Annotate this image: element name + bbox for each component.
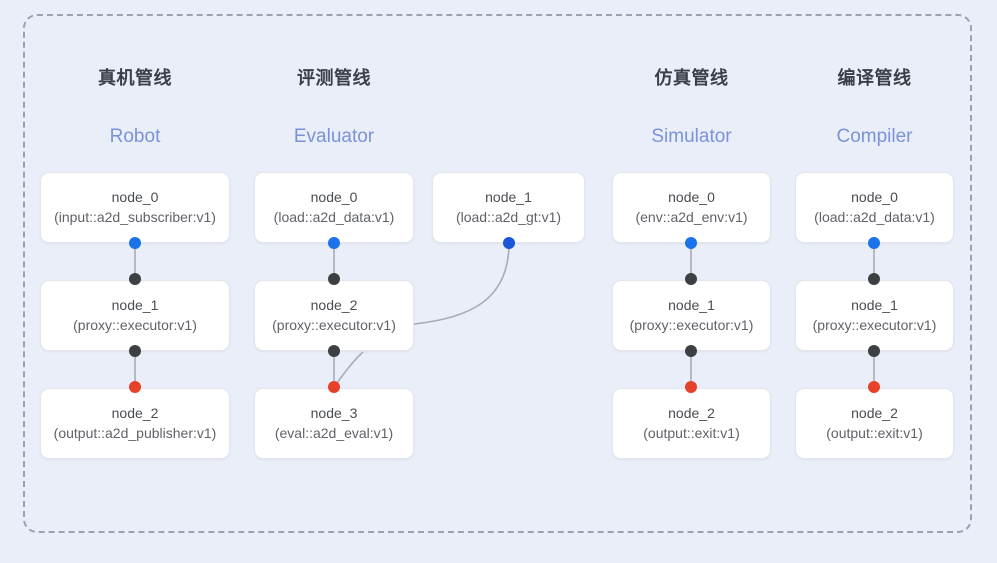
node-name: node_1 — [851, 297, 898, 313]
node-type: (load::a2d_gt:v1) — [455, 209, 562, 225]
column-title-simulator: 仿真管线 — [654, 68, 729, 88]
node-box-evaluator-gt[interactable]: node_1 (load::a2d_gt:v1) — [432, 172, 585, 243]
node-name: node_0 — [668, 189, 715, 205]
node-type: (input::a2d_subscriber:v1) — [54, 209, 216, 225]
node-box-simulator-2[interactable]: node_2 (output::exit:v1) — [612, 388, 771, 459]
node-box-evaluator-0[interactable]: node_0 (load::a2d_data:v1) — [254, 172, 414, 243]
node-type: (eval::a2d_eval:v1) — [274, 425, 394, 441]
node-box-robot-2[interactable]: node_2 (output::a2d_publisher:v1) — [40, 388, 230, 459]
column-subtitle-simulator: Simulator — [651, 126, 732, 147]
node-name: node_1 — [485, 189, 532, 205]
node-box-evaluator-2[interactable]: node_2 (proxy::executor:v1) — [254, 280, 414, 351]
node-name: node_0 — [310, 189, 358, 205]
node-box-robot-0[interactable]: node_0 (input::a2d_subscriber:v1) — [40, 172, 230, 243]
node-type: (proxy::executor:v1) — [73, 317, 197, 333]
node-box-compiler-2[interactable]: node_2 (output::exit:v1) — [795, 388, 954, 459]
node-type: (proxy::executor:v1) — [812, 317, 937, 333]
node-type: (proxy::executor:v1) — [272, 317, 396, 333]
node-name: node_2 — [111, 405, 159, 421]
column-title-compiler: 编译管线 — [837, 68, 912, 88]
node-name: node_1 — [111, 297, 159, 313]
node-name: node_3 — [310, 405, 358, 421]
node-type: (load::a2d_data:v1) — [814, 209, 935, 225]
node-type: (output::exit:v1) — [643, 425, 740, 441]
node-name: node_0 — [111, 189, 159, 205]
node-type: (output::a2d_publisher:v1) — [53, 425, 217, 441]
node-type: (output::exit:v1) — [826, 425, 923, 441]
node-box-evaluator-3[interactable]: node_3 (eval::a2d_eval:v1) — [254, 388, 414, 459]
node-name: node_0 — [851, 189, 898, 205]
column-subtitle-evaluator: Evaluator — [293, 126, 375, 147]
node-name: node_2 — [310, 297, 358, 313]
node-box-compiler-0[interactable]: node_0 (load::a2d_data:v1) — [795, 172, 954, 243]
column-title-evaluator: 评测管线 — [297, 68, 371, 88]
column-subtitle-compiler: Compiler — [836, 126, 913, 147]
node-box-simulator-0[interactable]: node_0 (env::a2d_env:v1) — [612, 172, 771, 243]
node-type: (load::a2d_data:v1) — [273, 209, 395, 225]
diagram-dashed-frame — [23, 14, 972, 533]
node-box-robot-1[interactable]: node_1 (proxy::executor:v1) — [40, 280, 230, 351]
node-name: node_2 — [851, 405, 898, 421]
node-box-simulator-1[interactable]: node_1 (proxy::executor:v1) — [612, 280, 771, 351]
node-type: (proxy::executor:v1) — [629, 317, 754, 333]
column-title-robot: 真机管线 — [98, 68, 172, 88]
column-subtitle-robot: Robot — [109, 126, 161, 147]
node-box-compiler-1[interactable]: node_1 (proxy::executor:v1) — [795, 280, 954, 351]
node-name: node_2 — [668, 405, 715, 421]
node-name: node_1 — [668, 297, 715, 313]
node-type: (env::a2d_env:v1) — [635, 209, 748, 225]
